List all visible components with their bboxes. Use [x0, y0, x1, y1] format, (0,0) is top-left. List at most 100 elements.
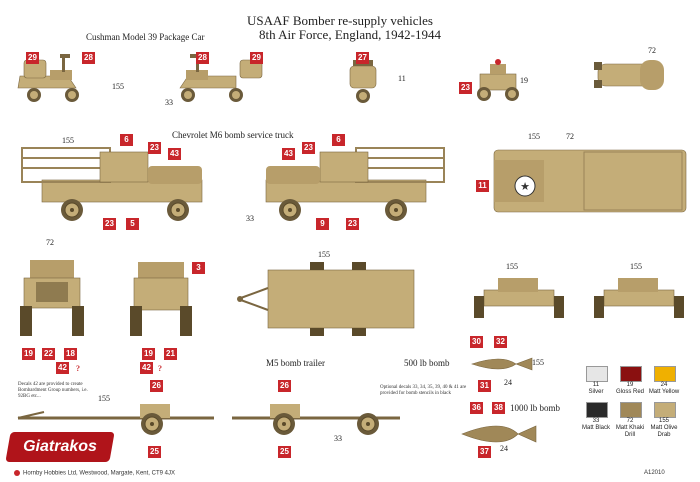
decal-tag: 29: [26, 52, 39, 64]
sheet-title: USAAF Bomber re-supply vehicles 8th Air …: [230, 14, 450, 42]
swatch-name: Matt Khaki Drill: [615, 425, 645, 438]
decal-tag: 28: [196, 52, 209, 64]
callout-number: 33: [165, 98, 173, 107]
swatch-name: Matt Olive Drab: [650, 425, 678, 438]
truck-top-view: ★: [493, 149, 687, 213]
callout-number: 24: [504, 378, 512, 387]
cushman-side-right: [179, 54, 263, 102]
footer-company: Hornby Hobbies Ltd, Westwood, Margate, K…: [14, 470, 175, 477]
decal-tag: 28: [82, 52, 95, 64]
hornby-logo-icon: [14, 470, 20, 476]
swatch-number: 11: [592, 382, 600, 388]
decal-tag: 27: [356, 52, 369, 64]
truck-side-left: [21, 147, 203, 222]
callout-number: 155: [112, 82, 124, 91]
decal-tag: 42: [140, 362, 153, 374]
color-swatch: [586, 366, 608, 382]
decal-tag: 23: [346, 218, 359, 230]
decal-tag: 43: [282, 148, 295, 160]
callout-number: 155: [318, 250, 330, 259]
decal-tag: 21: [164, 348, 177, 360]
question-mark: ?: [158, 364, 162, 373]
logo-text: Giatrakos: [23, 438, 97, 455]
decal-tag: 18: [64, 348, 77, 360]
cushman-front: [349, 60, 377, 103]
decal-tag: 42: [56, 362, 69, 374]
callout-number: 19: [520, 76, 528, 85]
decal-tag: 19: [22, 348, 35, 360]
callout-number: 155: [630, 262, 642, 271]
decal-tag: 5: [126, 218, 139, 230]
bomb-500-label: 500 lb bomb: [404, 358, 450, 368]
question-mark: ?: [76, 364, 80, 373]
decal-tag: 29: [250, 52, 263, 64]
trailer-rear-view-1: [474, 278, 564, 318]
decals-42-note: Decals 42 are provided to create Bombard…: [18, 382, 88, 399]
callout-number: 155: [62, 136, 74, 145]
decal-tag: 6: [332, 134, 345, 146]
decal-tag: 25: [148, 446, 161, 458]
title-line-1: USAAF Bomber re-supply vehicles: [247, 13, 433, 28]
color-swatch: [654, 402, 676, 418]
bomb-1000: [461, 425, 537, 443]
m5-trailer-left: [17, 404, 214, 436]
swatch-number: 33: [592, 418, 600, 424]
footer-code: A12010: [644, 470, 665, 476]
truck-back-view: [130, 262, 192, 336]
decal-tag: 19: [142, 348, 155, 360]
svg-text:★: ★: [520, 180, 530, 193]
cushman-back: [477, 59, 519, 101]
trailer-top-view: [237, 262, 415, 336]
swatch-number: 19: [626, 382, 634, 388]
cushman-top: [594, 60, 664, 90]
callout-number: 155: [528, 132, 540, 141]
callout-number: 72: [648, 46, 656, 55]
callout-number: 33: [246, 214, 254, 223]
color-swatch: [620, 402, 642, 418]
swatch-number: 155: [658, 418, 669, 424]
callout-number: 155: [98, 394, 110, 403]
swatch-name: Matt Yellow: [648, 389, 680, 395]
m5-trailer-right: [232, 404, 400, 436]
swatch-name: Silver: [588, 389, 604, 395]
truck-side-right: [265, 147, 445, 222]
swatch-name: Matt Black: [581, 425, 610, 431]
swatch-number: 24: [660, 382, 668, 388]
cushman-side-left: [17, 54, 79, 102]
callout-number: 72: [46, 238, 54, 247]
callout-number: 33: [334, 434, 342, 443]
decal-tag: 23: [302, 142, 315, 154]
decal-tag: 37: [478, 446, 491, 458]
giatrakos-logo: Giatrakos: [5, 432, 115, 462]
cushman-label: Cushman Model 39 Package Car: [86, 32, 205, 42]
trailer-rear-view-2: [594, 278, 684, 318]
color-swatch: [620, 366, 642, 382]
decal-tag: 23: [459, 82, 472, 94]
callout-number: 155: [532, 358, 544, 367]
decal-tag: 6: [120, 134, 133, 146]
truck-front-view: [20, 260, 84, 336]
callout-number: 24: [500, 444, 508, 453]
decal-tag: 32: [494, 336, 507, 348]
decal-tag: 26: [150, 380, 163, 392]
decal-tag: 36: [470, 402, 483, 414]
bomb-500: [471, 357, 533, 371]
swatch-name: Gloss Red: [615, 389, 644, 395]
decal-tag: 26: [278, 380, 291, 392]
decal-tag: 3: [192, 262, 205, 274]
decal-tag: 11: [476, 180, 489, 192]
callout-number: 72: [566, 132, 574, 141]
color-swatch: [654, 366, 676, 382]
title-line-2: 8th Air Force, England, 1942-1944: [259, 27, 441, 42]
optional-decals-note: Optional decals 33, 34, 35, 39, 40 & 41 …: [380, 385, 467, 396]
decal-tag: 43: [168, 148, 181, 160]
decal-tag: 23: [148, 142, 161, 154]
color-swatch: [586, 402, 608, 418]
decal-tag: 38: [492, 402, 505, 414]
decal-tag: 31: [478, 380, 491, 392]
chevrolet-label: Chevrolet M6 bomb service truck: [172, 130, 294, 140]
footer-company-text: Hornby Hobbies Ltd, Westwood, Margate, K…: [23, 470, 175, 477]
bomb-1000-label: 1000 lb bomb: [510, 403, 561, 413]
